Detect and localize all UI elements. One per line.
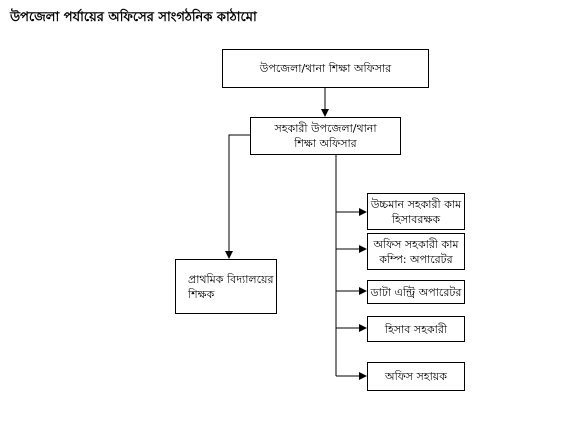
box-label: প্রাথমিক বিদ্যালয়ের শিক্ষক [188, 272, 274, 301]
box-upper-division-assistant: উচ্চমান সহকারী কাম হিসাবরক্ষক [367, 193, 465, 230]
page-title: উপজেলা পর্যায়ের অফিসের সাংগঠনিক কাঠামো [10, 10, 257, 25]
box-label: অফিস সহকারী কাম কম্পি: অপারেটর [373, 237, 459, 266]
arrow-assistant-to-teacher [225, 134, 250, 259]
box-office-helper: অফিস সহায়ক [367, 362, 465, 391]
box-label: অফিস সহায়ক [385, 370, 447, 383]
box-label: সহকারী উপজেলা/থানা শিক্ষা অফিসার [274, 122, 377, 150]
box-label: হিসাব সহকারী [384, 322, 448, 336]
box-primary-school-teacher: প্রাথমিক বিদ্যালয়ের শিক্ষক [175, 259, 277, 314]
box-accounts-assistant: হিসাব সহকারী [367, 316, 465, 342]
box-data-entry-operator: ডাটা এন্ট্রি অপারেটর [367, 280, 465, 304]
box-office-assistant-computer-operator: অফিস সহকারী কাম কম্পি: অপারেটর [367, 233, 465, 270]
box-label: উপজেলা/থানা শিক্ষা অফিসার [259, 62, 392, 75]
box-label: ডাটা এন্ট্রি অপারেটর [370, 285, 462, 299]
box-label: উচ্চমান সহকারী কাম হিসাবরক্ষক [370, 197, 462, 226]
box-assistant-education-officer: সহকারী উপজেলা/থানা শিক্ষা অফিসার [250, 117, 401, 155]
box-upazila-education-officer: উপজেলা/থানা শিক্ষা অফিসার [222, 49, 429, 88]
